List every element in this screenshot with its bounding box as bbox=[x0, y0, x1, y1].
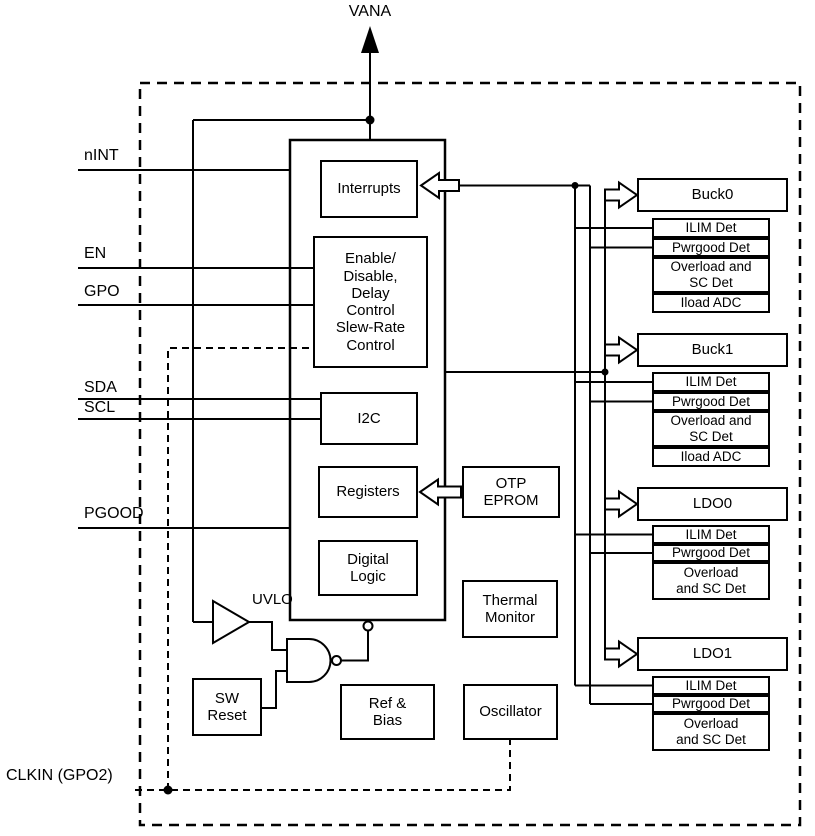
sw-reset-block: SW Reset bbox=[192, 678, 262, 736]
ldo1-block: LDO1 bbox=[637, 637, 788, 671]
buck1-iload-adc: Iload ADC bbox=[652, 447, 770, 467]
ldo1-input-arrow bbox=[604, 639, 639, 669]
pin-label-scl: SCL bbox=[84, 399, 116, 416]
clkin-wire bbox=[135, 740, 511, 791]
pin-label-en: EN bbox=[84, 245, 107, 262]
ldo1-pwrgood-det: Pwrgood Det bbox=[652, 695, 770, 713]
registers-input-arrow bbox=[418, 477, 462, 507]
pin-label-gpo: GPO bbox=[84, 283, 120, 300]
clkin-junction-dot bbox=[163, 785, 173, 795]
pin-label-pgood: PGOOD bbox=[84, 505, 144, 522]
buck0-block: Buck0 bbox=[637, 178, 788, 212]
ldo0-overload-det: Overload and SC Det bbox=[652, 562, 770, 600]
pin-label-clkin: CLKIN (GPO2) bbox=[6, 767, 113, 784]
buck1-input-arrow bbox=[604, 335, 639, 365]
pin-label-nint: nINT bbox=[84, 147, 119, 164]
vana-junction-dot bbox=[365, 115, 375, 125]
ldo1-overload-det: Overload and SC Det bbox=[652, 713, 770, 751]
interrupts-input-arrow bbox=[419, 171, 460, 200]
buck0-ilim-det: ILIM Det bbox=[652, 218, 770, 238]
pin-label-vana: VANA bbox=[348, 3, 392, 20]
thermal-monitor-block: Thermal Monitor bbox=[462, 580, 558, 638]
active-low-input-bubble bbox=[362, 620, 374, 632]
buck0-iload-adc: Iload ADC bbox=[652, 293, 770, 313]
buck1-overload-det: Overload and SC Det bbox=[652, 411, 770, 447]
buck1-ilim-det: ILIM Det bbox=[652, 372, 770, 392]
interrupts-block: Interrupts bbox=[320, 160, 418, 218]
ref-bias-block: Ref & Bias bbox=[340, 684, 435, 740]
buck1-block: Buck1 bbox=[637, 333, 788, 367]
registers-block: Registers bbox=[318, 466, 418, 518]
ldo0-block: LDO0 bbox=[637, 487, 788, 521]
digital-logic-block: Digital Logic bbox=[318, 540, 418, 596]
otp-eprom-block: OTP EPROM bbox=[462, 466, 560, 518]
i2c-block: I2C bbox=[320, 392, 418, 445]
buck0-input-arrow bbox=[604, 180, 639, 210]
buck1-pwrgood-det: Pwrgood Det bbox=[652, 392, 770, 411]
buck0-overload-det: Overload and SC Det bbox=[652, 257, 770, 293]
nand-gate-symbol bbox=[286, 638, 332, 683]
ldo0-pwrgood-det: Pwrgood Det bbox=[652, 544, 770, 562]
vana-arrowhead bbox=[361, 26, 379, 53]
buck0-pwrgood-det: Pwrgood Det bbox=[652, 238, 770, 257]
ldo0-input-arrow bbox=[604, 489, 639, 519]
uvlo-buffer-symbol bbox=[212, 599, 251, 645]
ldo0-ilim-det: ILIM Det bbox=[652, 525, 770, 544]
ldo1-ilim-det: ILIM Det bbox=[652, 676, 770, 695]
uvlo-label: UVLO bbox=[252, 591, 293, 608]
pin-label-sda: SDA bbox=[84, 379, 117, 396]
oscillator-block: Oscillator bbox=[463, 684, 558, 740]
nand-output-bubble bbox=[331, 655, 342, 666]
enable-control-block: Enable/ Disable, Delay Control Slew-Rate… bbox=[313, 236, 428, 368]
